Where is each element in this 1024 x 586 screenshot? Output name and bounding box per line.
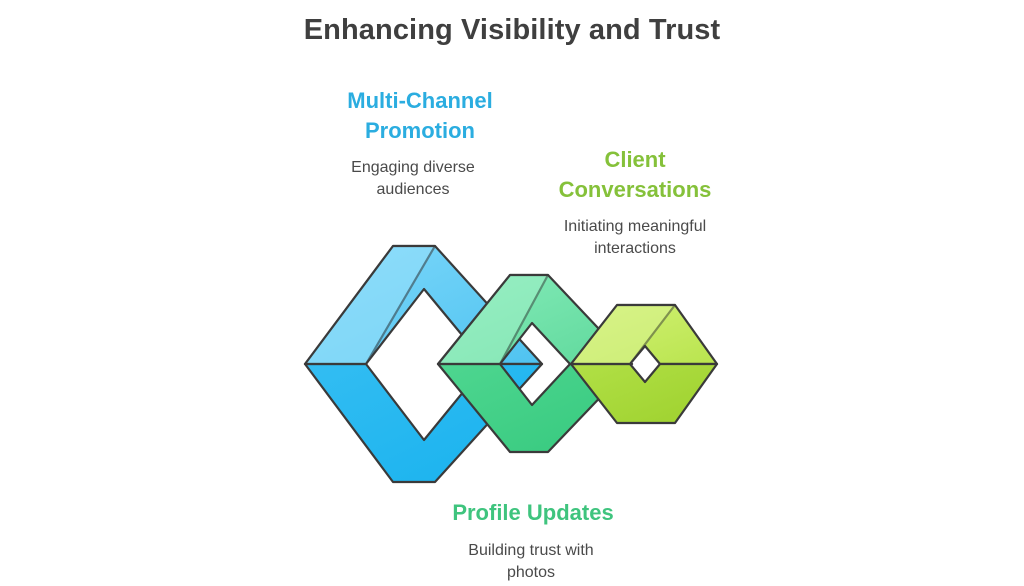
profile-label-line1: Profile Updates (452, 500, 614, 525)
diagram-title: Enhancing Visibility and Trust (303, 14, 721, 46)
profile-ring-shape (436, 273, 634, 454)
client-label-line2: Conversations (558, 177, 712, 202)
profile-desc-line2: photos (506, 564, 556, 581)
promotion-description: Engaging diverse audiences (318, 157, 508, 201)
client-label-line1: Client (604, 147, 666, 172)
profile-label: Profile Updates (418, 498, 648, 528)
client-ring-shape (569, 303, 719, 425)
client-label: Client Conversations (530, 145, 740, 205)
promotion-label: Multi-Channel Promotion (300, 86, 540, 146)
client-description: Initiating meaningful interactions (540, 216, 730, 260)
client-desc-line1: Initiating meaningful (563, 218, 707, 235)
profile-description: Building trust with photos (436, 540, 626, 584)
promotion-label-line2: Promotion (365, 118, 475, 143)
promotion-desc-line1: Engaging diverse (351, 159, 475, 176)
profile-desc-line1: Building trust with (468, 542, 594, 559)
client-desc-line2: interactions (594, 240, 676, 257)
promotion-desc-line2: audiences (376, 181, 450, 198)
promotion-label-line1: Multi-Channel (347, 88, 493, 113)
